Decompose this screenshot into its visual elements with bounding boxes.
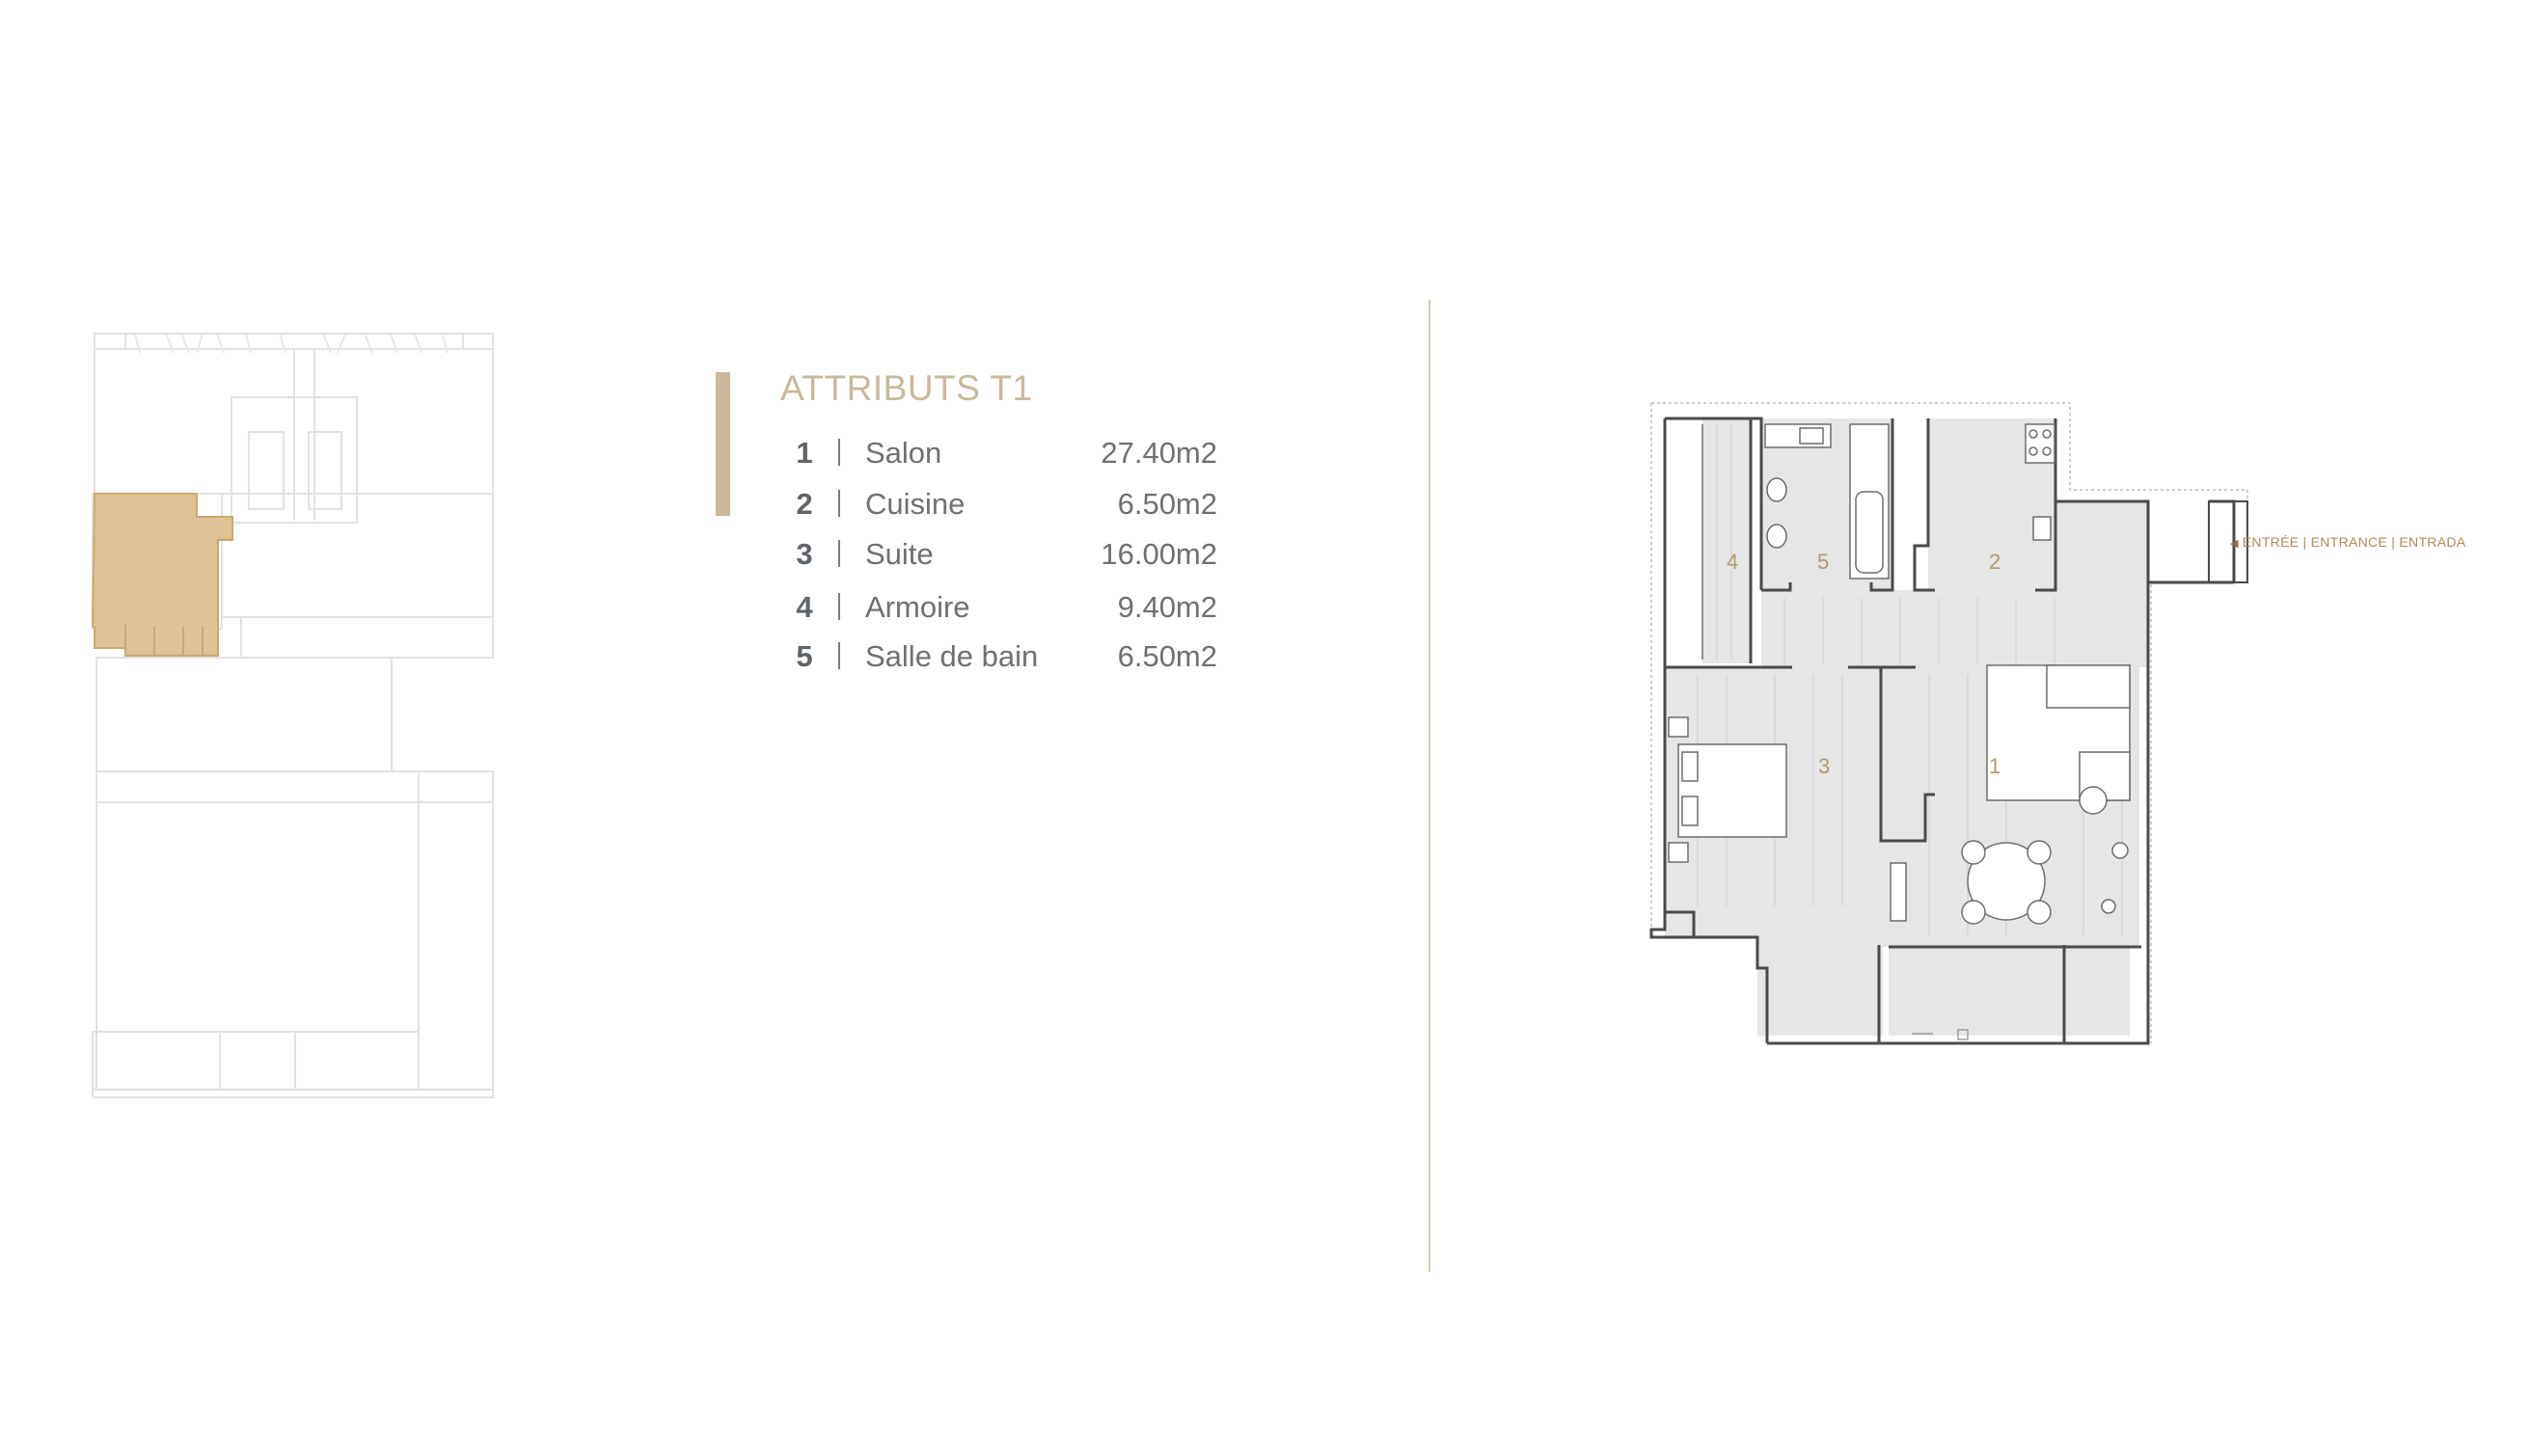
separator — [838, 439, 840, 466]
accent-bar — [716, 372, 730, 516]
room-row: 2 Cuisine 6.50m2 — [791, 487, 1217, 529]
highlighted-apartment — [91, 493, 233, 657]
room-name: Suite — [865, 537, 934, 571]
arrow-left-icon: ◀ — [2230, 538, 2239, 550]
separator — [838, 642, 840, 669]
room-area: 6.50m2 — [1117, 639, 1217, 673]
entrance-text: ENTRÉE | ENTRANCE | ENTRADA — [2242, 534, 2466, 550]
room-name: Salon — [865, 436, 942, 470]
room-label-1: 1 — [1989, 754, 2000, 778]
room-label-3: 3 — [1818, 754, 1830, 778]
room-label-5: 5 — [1817, 550, 1829, 574]
room-number: 4 — [796, 590, 813, 624]
separator — [838, 540, 840, 567]
separator — [838, 490, 840, 517]
room-name: Armoire — [865, 590, 970, 624]
room-number: 1 — [796, 436, 813, 470]
separator — [838, 593, 840, 620]
room-name: Cuisine — [865, 487, 966, 521]
room-label-2: 2 — [1989, 550, 2000, 574]
room-row: 5 Salle de bain 6.50m2 — [791, 639, 1217, 682]
room-area: 27.40m2 — [1101, 436, 1217, 470]
room-label-4: 4 — [1727, 550, 1738, 574]
room-row: 3 Suite 16.00m2 — [791, 537, 1217, 580]
room-name: Salle de bain — [865, 639, 1039, 673]
divider — [1429, 300, 1430, 1272]
room-row: 1 Salon 27.40m2 — [791, 436, 1217, 478]
room-number: 3 — [796, 537, 813, 571]
room-area: 9.40m2 — [1117, 590, 1217, 624]
entrance-label: ◀ENTRÉE | ENTRANCE | ENTRADA — [2230, 534, 2465, 550]
room-row: 4 Armoire 9.40m2 — [791, 590, 1217, 633]
attributes-title: ATTRIBUTS T1 — [780, 368, 1033, 408]
room-area: 16.00m2 — [1101, 537, 1217, 571]
room-area: 6.50m2 — [1117, 487, 1217, 521]
room-number: 2 — [796, 487, 813, 521]
room-number: 5 — [796, 639, 813, 673]
